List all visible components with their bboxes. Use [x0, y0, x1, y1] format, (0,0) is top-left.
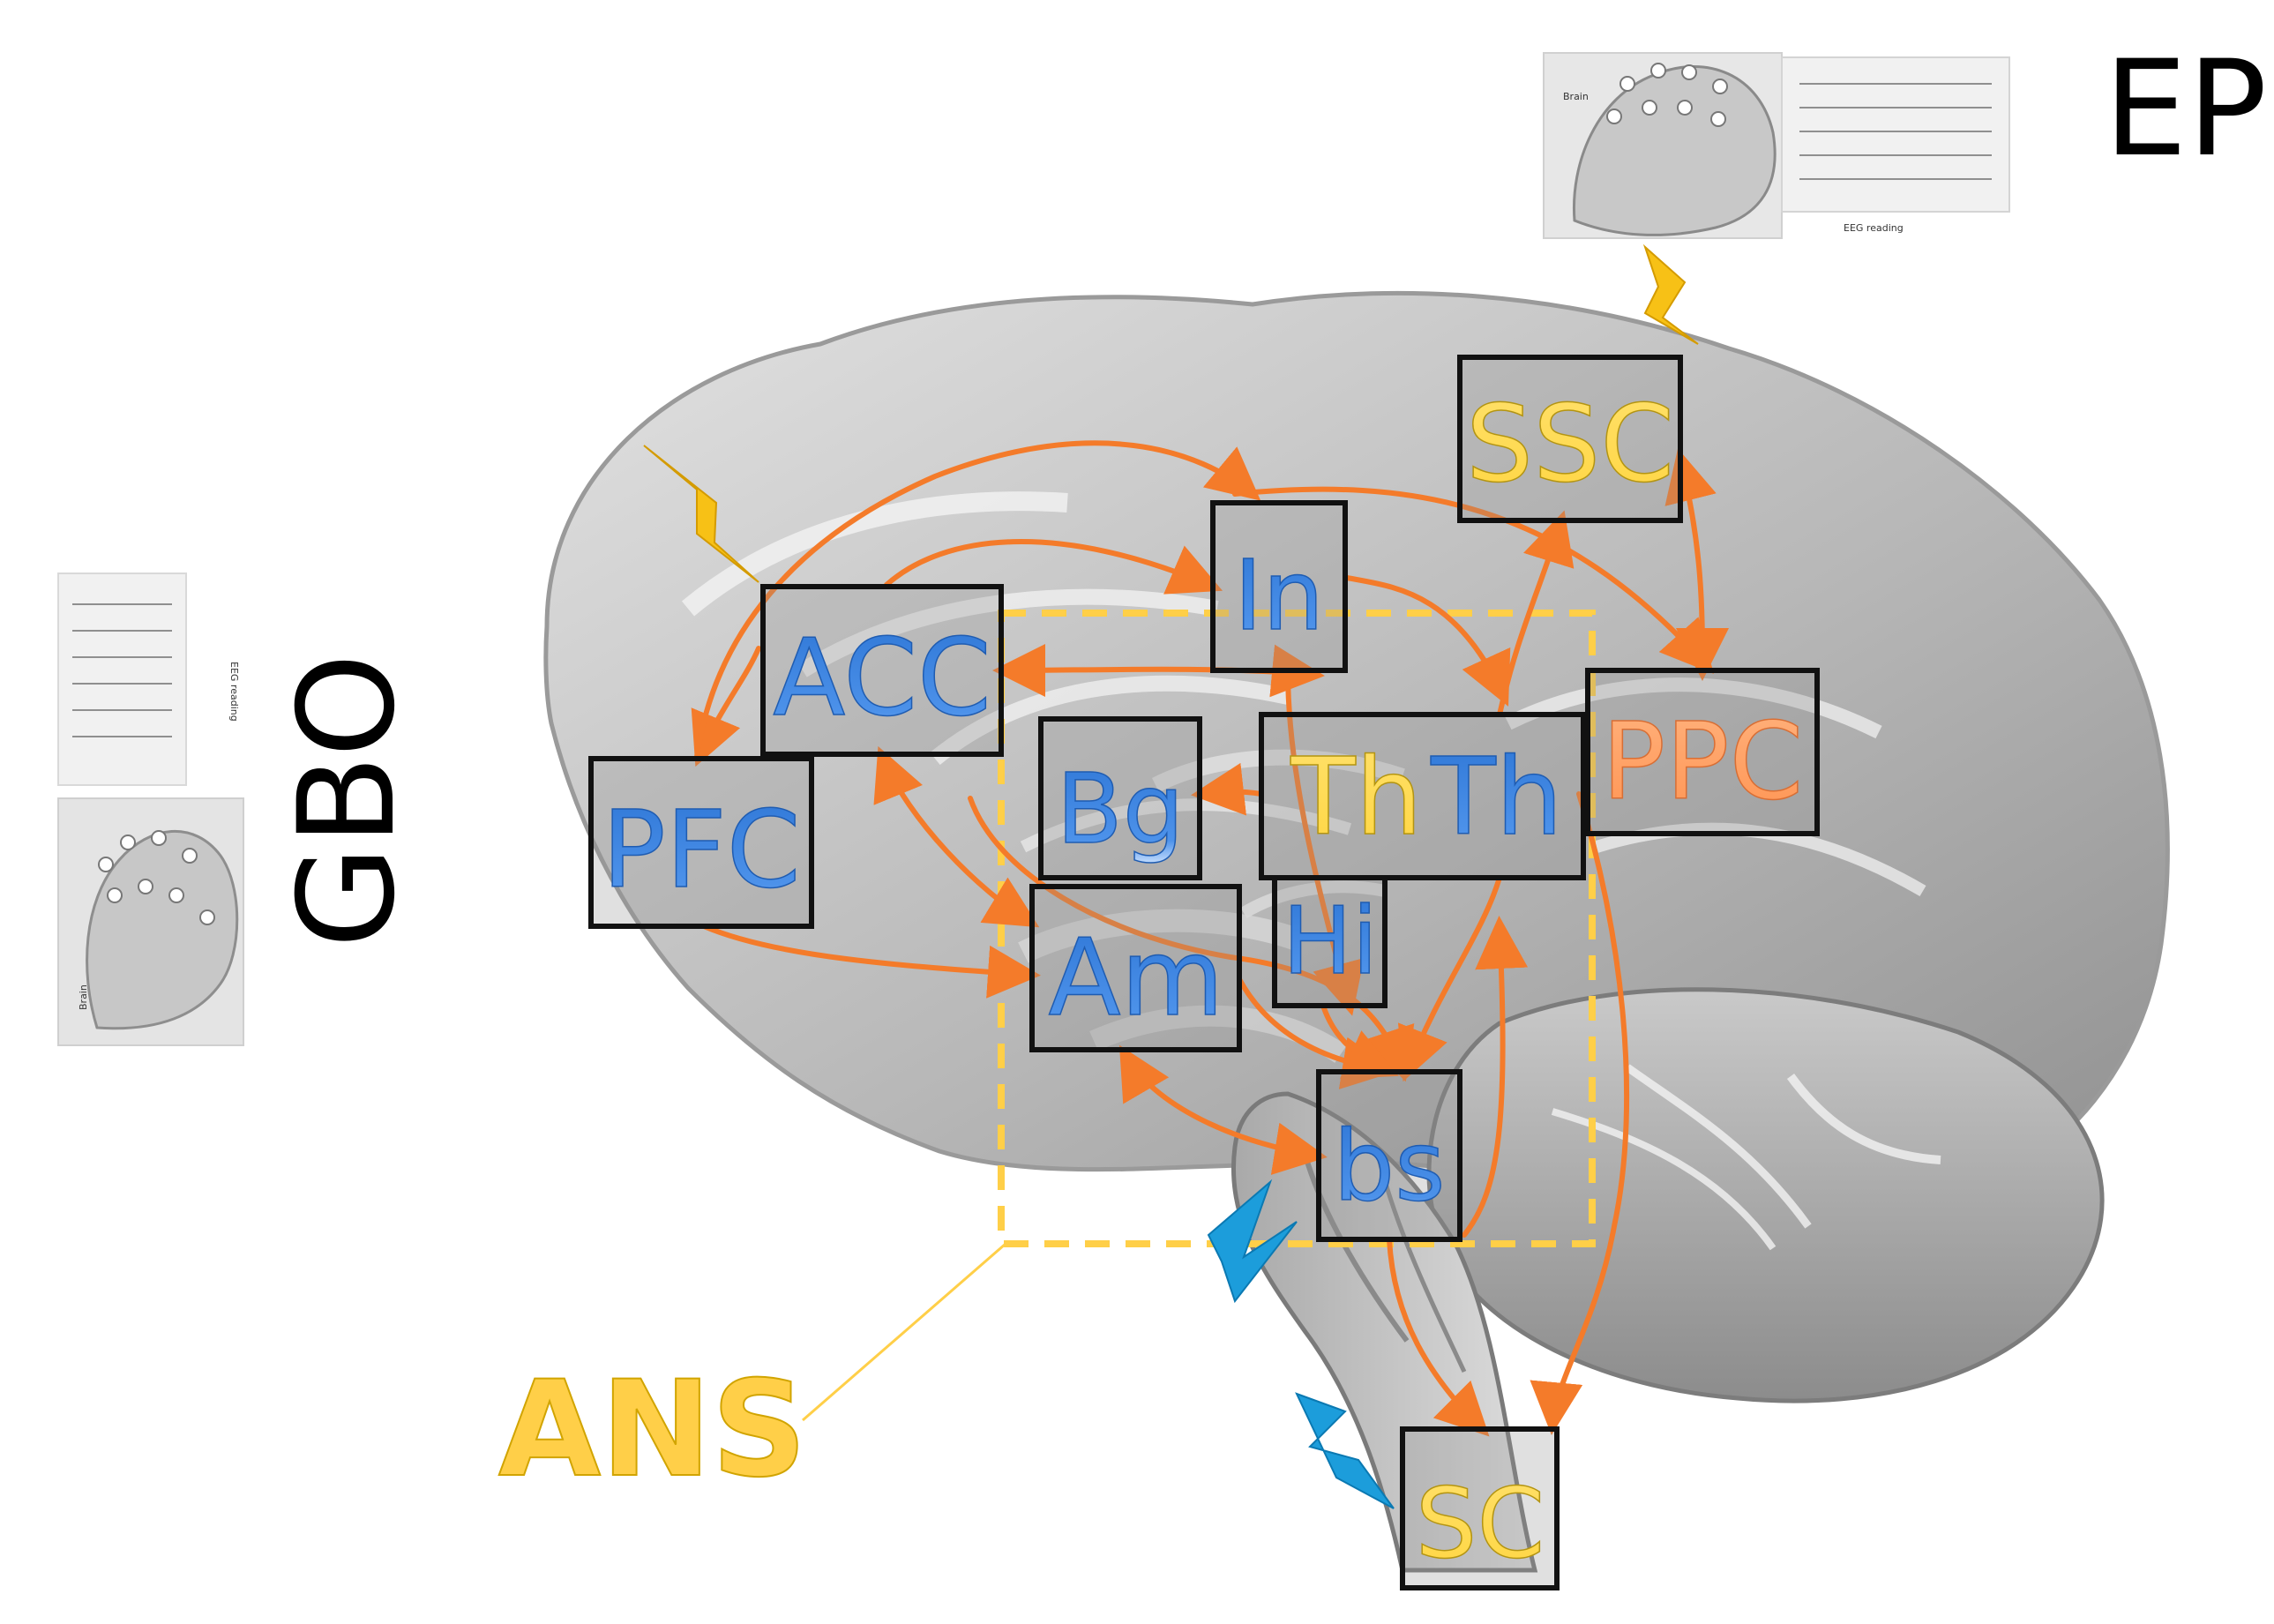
right-eeg-screen-icon: [1781, 56, 2010, 213]
gbo-label: GBO: [271, 653, 424, 948]
left-reading-caption: EEG reading: [228, 662, 240, 722]
side-inset-images: Brain EEG reading: [57, 52, 2010, 1046]
left-eeg-screen-icon: [57, 573, 187, 786]
th-box: [1259, 712, 1586, 880]
bs-lightning-bolt-blue-icon: [1207, 1179, 1298, 1304]
hi-label: Hi: [1283, 887, 1378, 995]
ans-label: ANS: [498, 1353, 807, 1507]
am-to-bs-lower-arrow: [1118, 1044, 1328, 1175]
am-label: Am: [1049, 917, 1224, 1040]
sc-label: SC: [1416, 1467, 1545, 1580]
pfc-box: [588, 756, 814, 929]
ans-dashed-region: [802, 610, 1596, 1422]
right-reading-caption: EEG reading: [1844, 222, 1904, 234]
in-box: [1210, 500, 1348, 673]
bs-label: bs: [1333, 1110, 1445, 1223]
th-to-ssc-arrow: [1497, 510, 1575, 717]
pfc-to-am-arrow: [701, 924, 1041, 999]
pfc-lightning-bolt-yellow-icon: [643, 445, 759, 583]
ssc-label: SSC: [1466, 384, 1674, 506]
hi-box: [1272, 875, 1388, 1008]
acc-to-am-arrow: [873, 745, 1040, 928]
right-brain-caption: Brain: [1563, 91, 1589, 102]
in-label: In: [1234, 539, 1324, 652]
ssc-box: [1457, 355, 1683, 523]
acc-to-pfc-arrow: [691, 646, 761, 767]
am-box: [1029, 884, 1242, 1052]
brain-illustration: [543, 290, 2170, 1573]
sc-lightning-bolt-blue-icon: [1295, 1392, 1395, 1509]
bg-box: [1038, 716, 1202, 880]
bs-to-sc-arrow: [1387, 1237, 1490, 1437]
th-to-bg-arrow: [1191, 762, 1264, 816]
left-eeg-inset: Brain EEG reading: [57, 573, 244, 1046]
bg-label: Bg: [1056, 752, 1184, 865]
acc-to-in-arrow: [884, 539, 1223, 595]
in-to-th-arrow: [1344, 575, 1511, 707]
acc-label: ACC: [773, 617, 991, 740]
lightning-bolts: [643, 243, 1699, 1509]
right-eeg-inset: Brain EEG reading: [1543, 52, 2010, 239]
th-right-label: Th: [1430, 737, 1562, 859]
connection-arrows: [691, 440, 1729, 1437]
ssc-lightning-bolt-yellow-icon: [1642, 243, 1699, 345]
pfc-to-in-arrow: [694, 440, 1261, 760]
bs-box: [1316, 1069, 1462, 1242]
ssc-to-ppc-arrow: [1664, 448, 1729, 681]
ppc-label: PPC: [1602, 701, 1804, 824]
pfc-label: PFC: [602, 790, 800, 912]
bg-to-bs-arrow: [968, 796, 1415, 1082]
sc-box: [1400, 1426, 1560, 1590]
th-to-bs-arrow: [1397, 875, 1502, 1082]
th-left-label: Th: [1290, 737, 1422, 859]
ppc-box: [1585, 668, 1820, 836]
region-boxes: [588, 355, 1820, 1590]
th-to-sc-arrow: [1530, 791, 1630, 1435]
in-to-ppc-arrow: [1232, 486, 1714, 674]
bs-to-th-arrow: [1462, 916, 1529, 1238]
ep-label: EP: [2104, 33, 2267, 186]
acc-box: [760, 584, 1004, 757]
left-brain-caption: Brain: [78, 984, 89, 1010]
